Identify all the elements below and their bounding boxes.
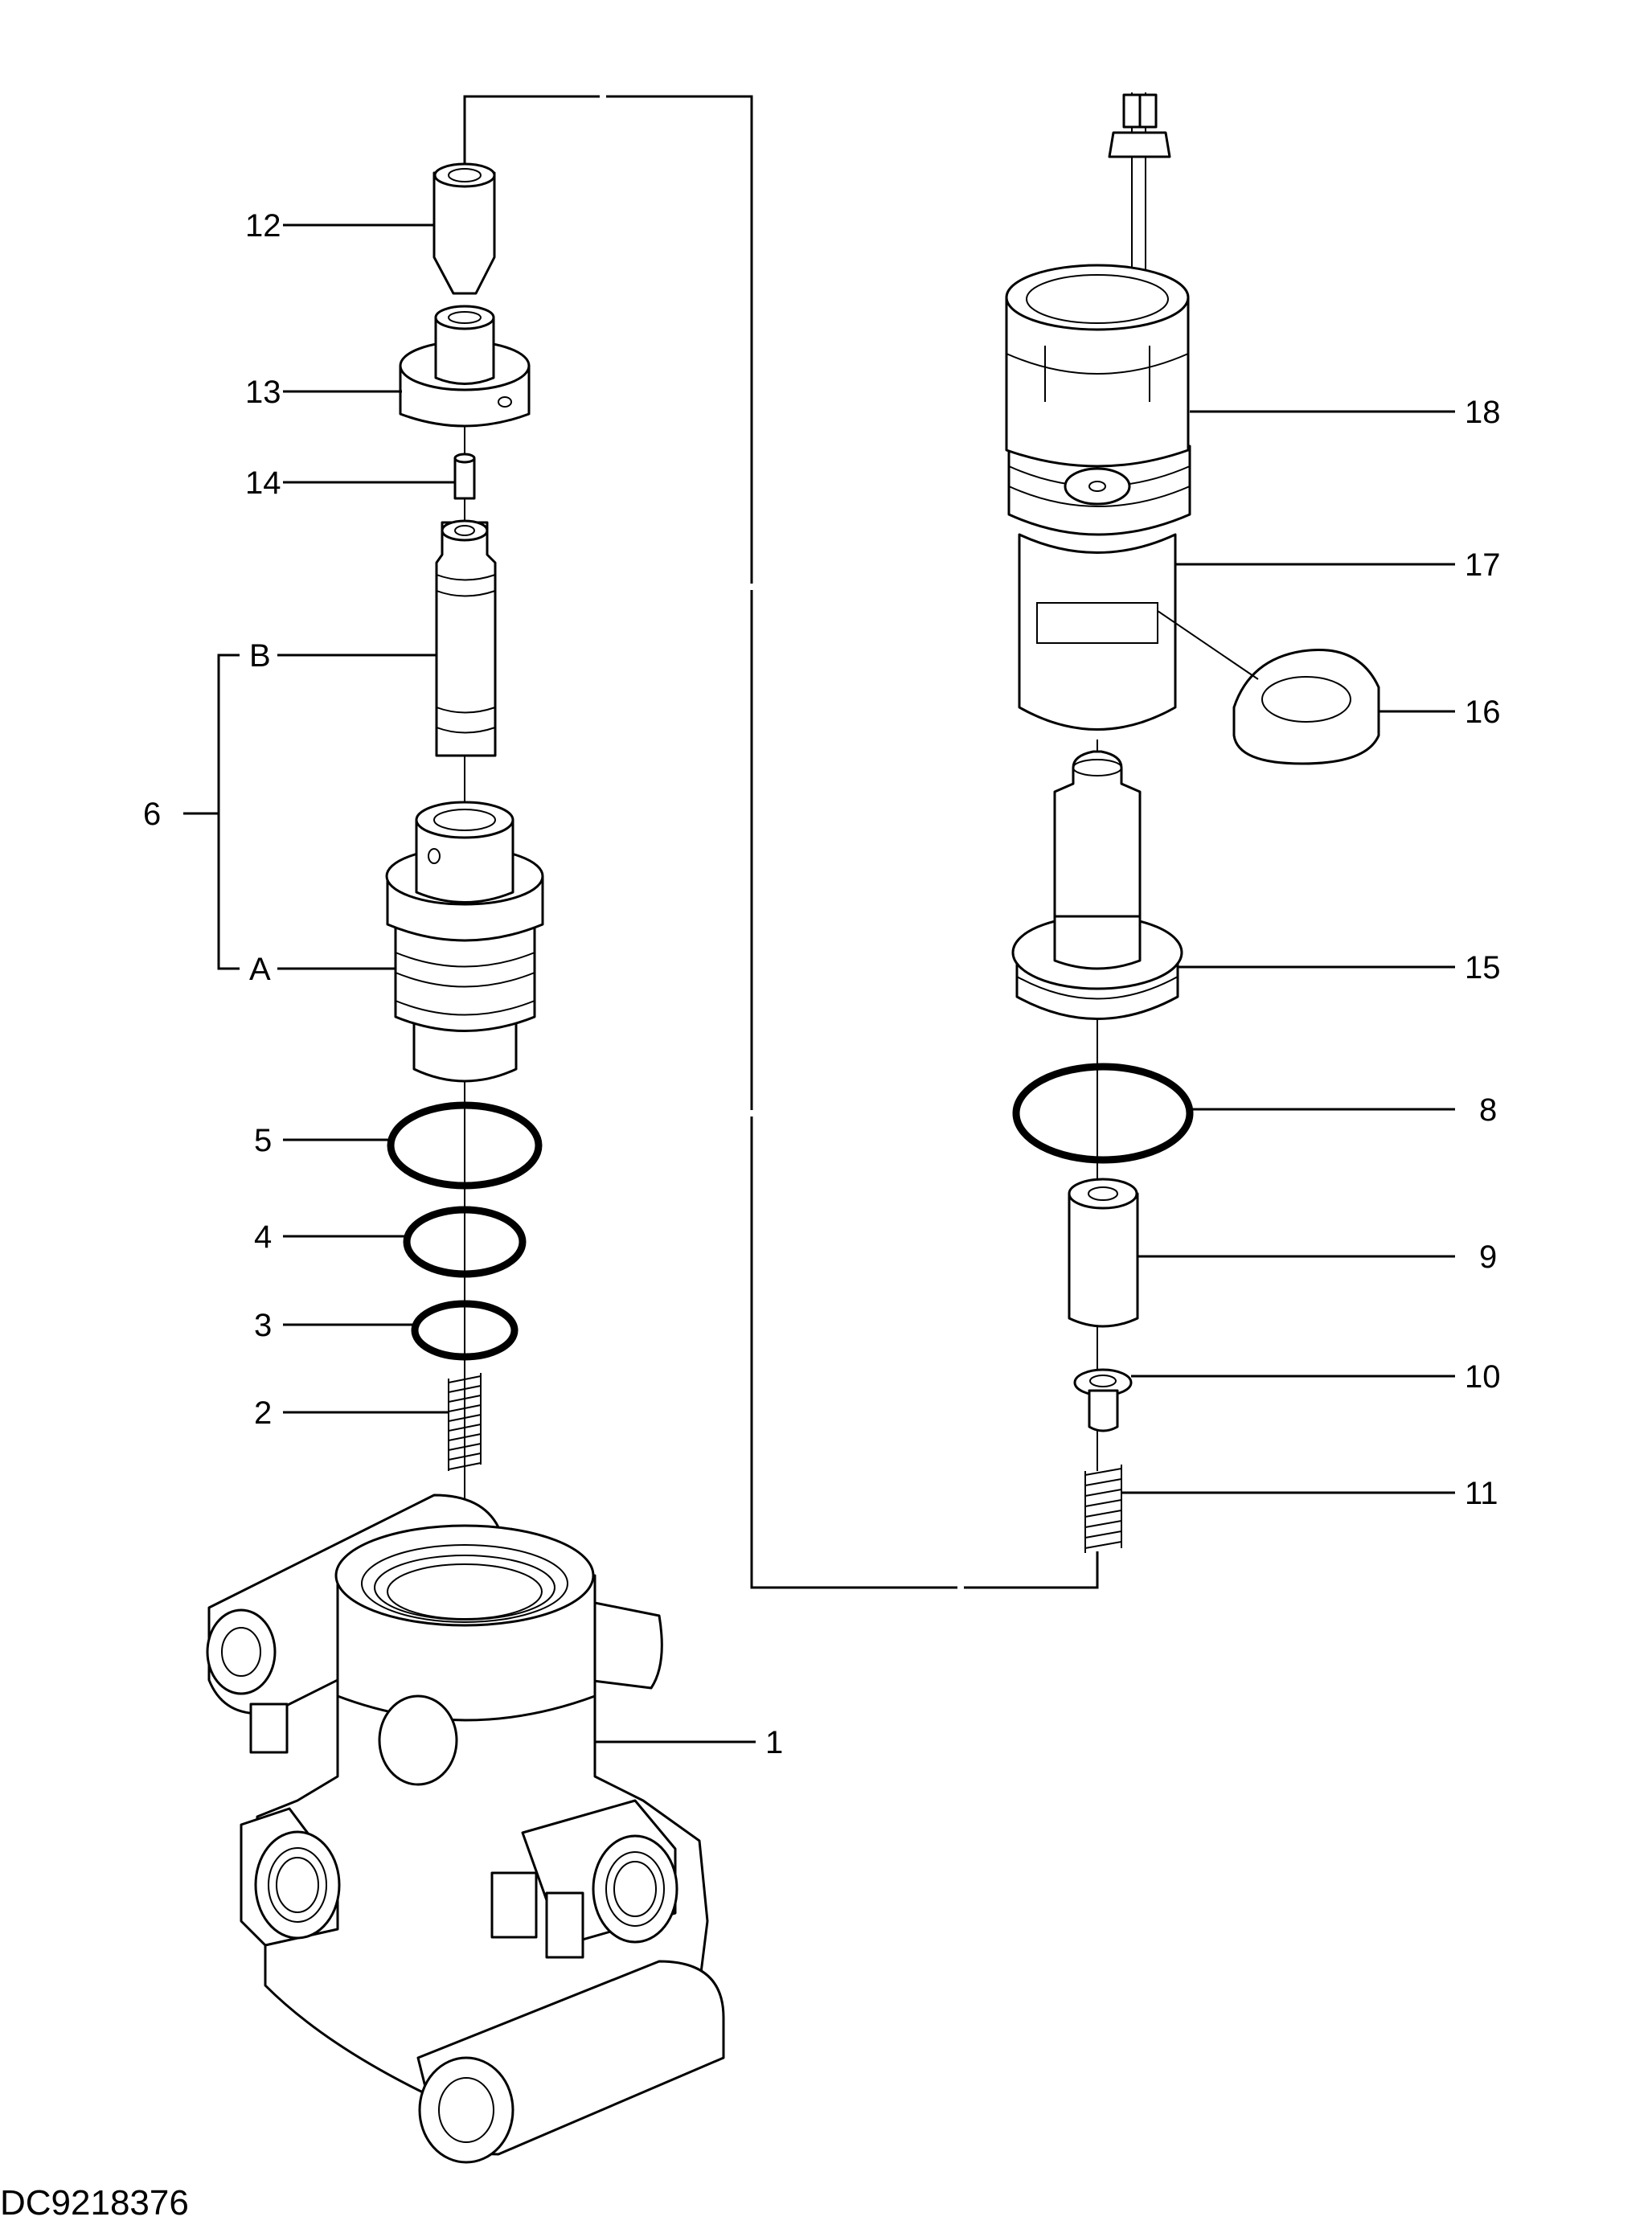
part-4-o-ring: [403, 1206, 527, 1278]
callout-labels: 12 13 14 B 6 A 5 4 3 2 1 18 17 16 15 8 9…: [143, 208, 1501, 1760]
callout-5: 5: [254, 1123, 272, 1158]
callout-4: 4: [254, 1219, 272, 1255]
part-11-spring: [1084, 1465, 1122, 1553]
part-15-plunger: [1011, 750, 1183, 1020]
callout-17: 17: [1465, 547, 1501, 583]
part-1-valve-body: [206, 1494, 725, 2164]
leader-lines: [183, 223, 1455, 1743]
callout-11: 11: [1465, 1476, 1498, 1511]
part-3-o-ring: [411, 1300, 519, 1361]
callout-10: 10: [1465, 1359, 1501, 1395]
part-12-nozzle: [432, 162, 496, 295]
callout-18: 18: [1465, 395, 1501, 430]
callout-15: 15: [1465, 950, 1501, 985]
callout-a: A: [249, 952, 271, 987]
part-5-o-ring: [387, 1101, 543, 1190]
callout-2: 2: [254, 1395, 272, 1431]
connection-bracket: [463, 90, 1099, 1594]
part-9-sleeve: [1068, 1178, 1139, 1328]
callout-14: 14: [245, 465, 281, 501]
part-13-flanged-seat: [399, 305, 531, 428]
part-6a-sleeve: [385, 801, 544, 1083]
callout-3: 3: [254, 1308, 272, 1343]
callout-1: 1: [765, 1725, 783, 1760]
callout-6: 6: [143, 797, 161, 832]
part-2-spring: [448, 1373, 482, 1471]
callout-8: 8: [1479, 1092, 1497, 1128]
part-6b-spool: [435, 519, 497, 757]
part-8-o-ring: [1012, 1063, 1194, 1164]
part-16-washer: [1157, 610, 1380, 765]
part-18-solenoid-nut: [1005, 92, 1191, 536]
callout-16: 16: [1465, 695, 1501, 730]
callout-12: 12: [245, 208, 281, 244]
callout-13: 13: [245, 375, 281, 410]
callout-b: B: [249, 638, 271, 674]
part-17-coil: [1018, 533, 1177, 731]
part-10-poppet: [1073, 1368, 1133, 1432]
callout-9: 9: [1479, 1239, 1497, 1275]
drawing-code: DC9218376: [0, 2183, 189, 2223]
part-14-pin: [453, 453, 476, 500]
